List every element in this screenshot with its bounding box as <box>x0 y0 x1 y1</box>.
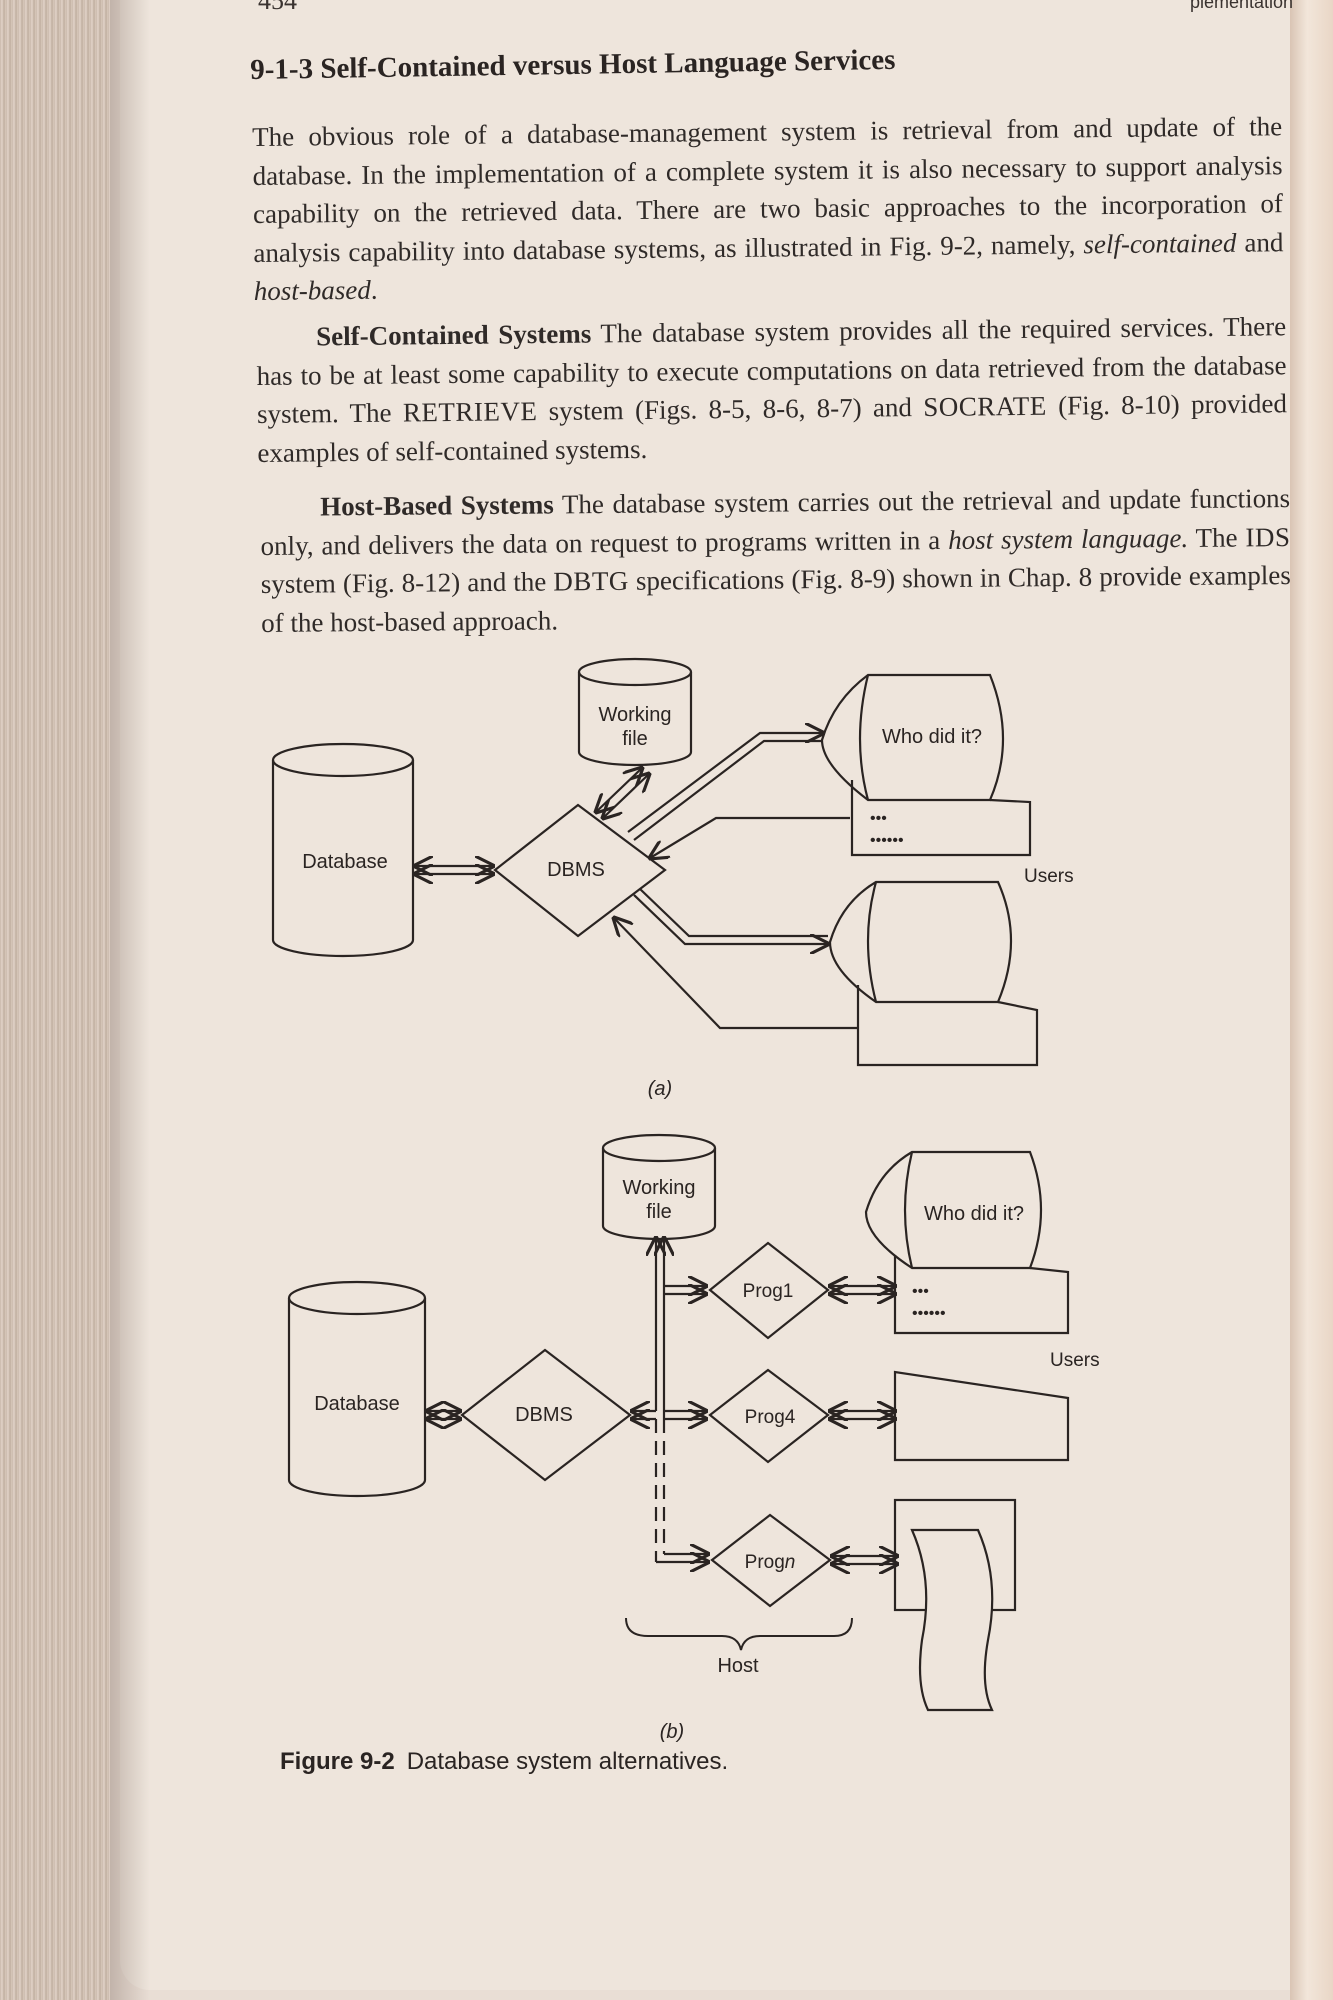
screen-text: Who did it? <box>882 726 982 748</box>
user-terminal-keyboard <box>893 1370 1070 1462</box>
users-label: Users <box>1024 866 1074 887</box>
keyboard-keys: ••• <box>870 810 887 827</box>
gutter-shadow <box>110 0 150 2000</box>
screen-text: Who did it? <box>924 1203 1024 1225</box>
host-brace <box>625 1617 853 1651</box>
user-terminal-screen <box>864 1150 1070 1335</box>
working-file-label: file <box>646 1201 672 1223</box>
working-file-label: Working <box>623 1177 696 1199</box>
figure-b <box>287 1133 1070 1712</box>
progn-label: Progn <box>745 1552 796 1573</box>
running-head: plementation <box>1190 0 1294 12</box>
figure-a <box>271 657 1039 1067</box>
progn-label-italic: n <box>785 1552 796 1573</box>
user-terminal-2 <box>828 880 1039 1067</box>
users-label: Users <box>1050 1350 1100 1371</box>
dbms-diamond <box>493 803 667 938</box>
working-file-label: file <box>622 728 648 750</box>
working-file-label: Working <box>599 704 672 726</box>
prog1-diamond <box>708 1241 830 1340</box>
figure-a-label: (a) <box>648 1078 672 1100</box>
user-terminal-1 <box>820 673 1032 857</box>
figure-number: Figure 9-2 <box>280 1748 395 1775</box>
progn-label-base: Prog <box>745 1552 785 1573</box>
host-label: Host <box>717 1655 759 1677</box>
page-number: 454 <box>258 0 297 15</box>
keyboard-keys: ••• <box>912 1283 929 1300</box>
book-page <box>120 0 1290 1990</box>
figure-b-label: (b) <box>660 1721 684 1743</box>
database-cylinder <box>271 742 415 958</box>
figure-caption-text: Database system alternatives. <box>406 1748 729 1775</box>
database-cylinder <box>287 1280 427 1498</box>
keyboard-keys: •••••• <box>870 832 904 849</box>
progn-diamond <box>710 1513 832 1608</box>
prog1-label: Prog1 <box>743 1281 794 1302</box>
book-page-edges <box>0 0 110 2000</box>
prog4-diamond <box>708 1368 830 1464</box>
keyboard-keys: •••••• <box>912 1305 946 1322</box>
facing-page-edge <box>1290 0 1333 2000</box>
database-label: Database <box>314 1393 400 1415</box>
dbms-label: DBMS <box>547 859 605 881</box>
prog4-label: Prog4 <box>745 1407 796 1428</box>
figure-caption: Figure 9-2 Database system alternatives. <box>280 1748 728 1776</box>
user-printer <box>893 1498 1017 1712</box>
dbms-label: DBMS <box>515 1404 573 1426</box>
database-label: Database <box>302 851 388 873</box>
dbms-diamond <box>460 1348 632 1482</box>
